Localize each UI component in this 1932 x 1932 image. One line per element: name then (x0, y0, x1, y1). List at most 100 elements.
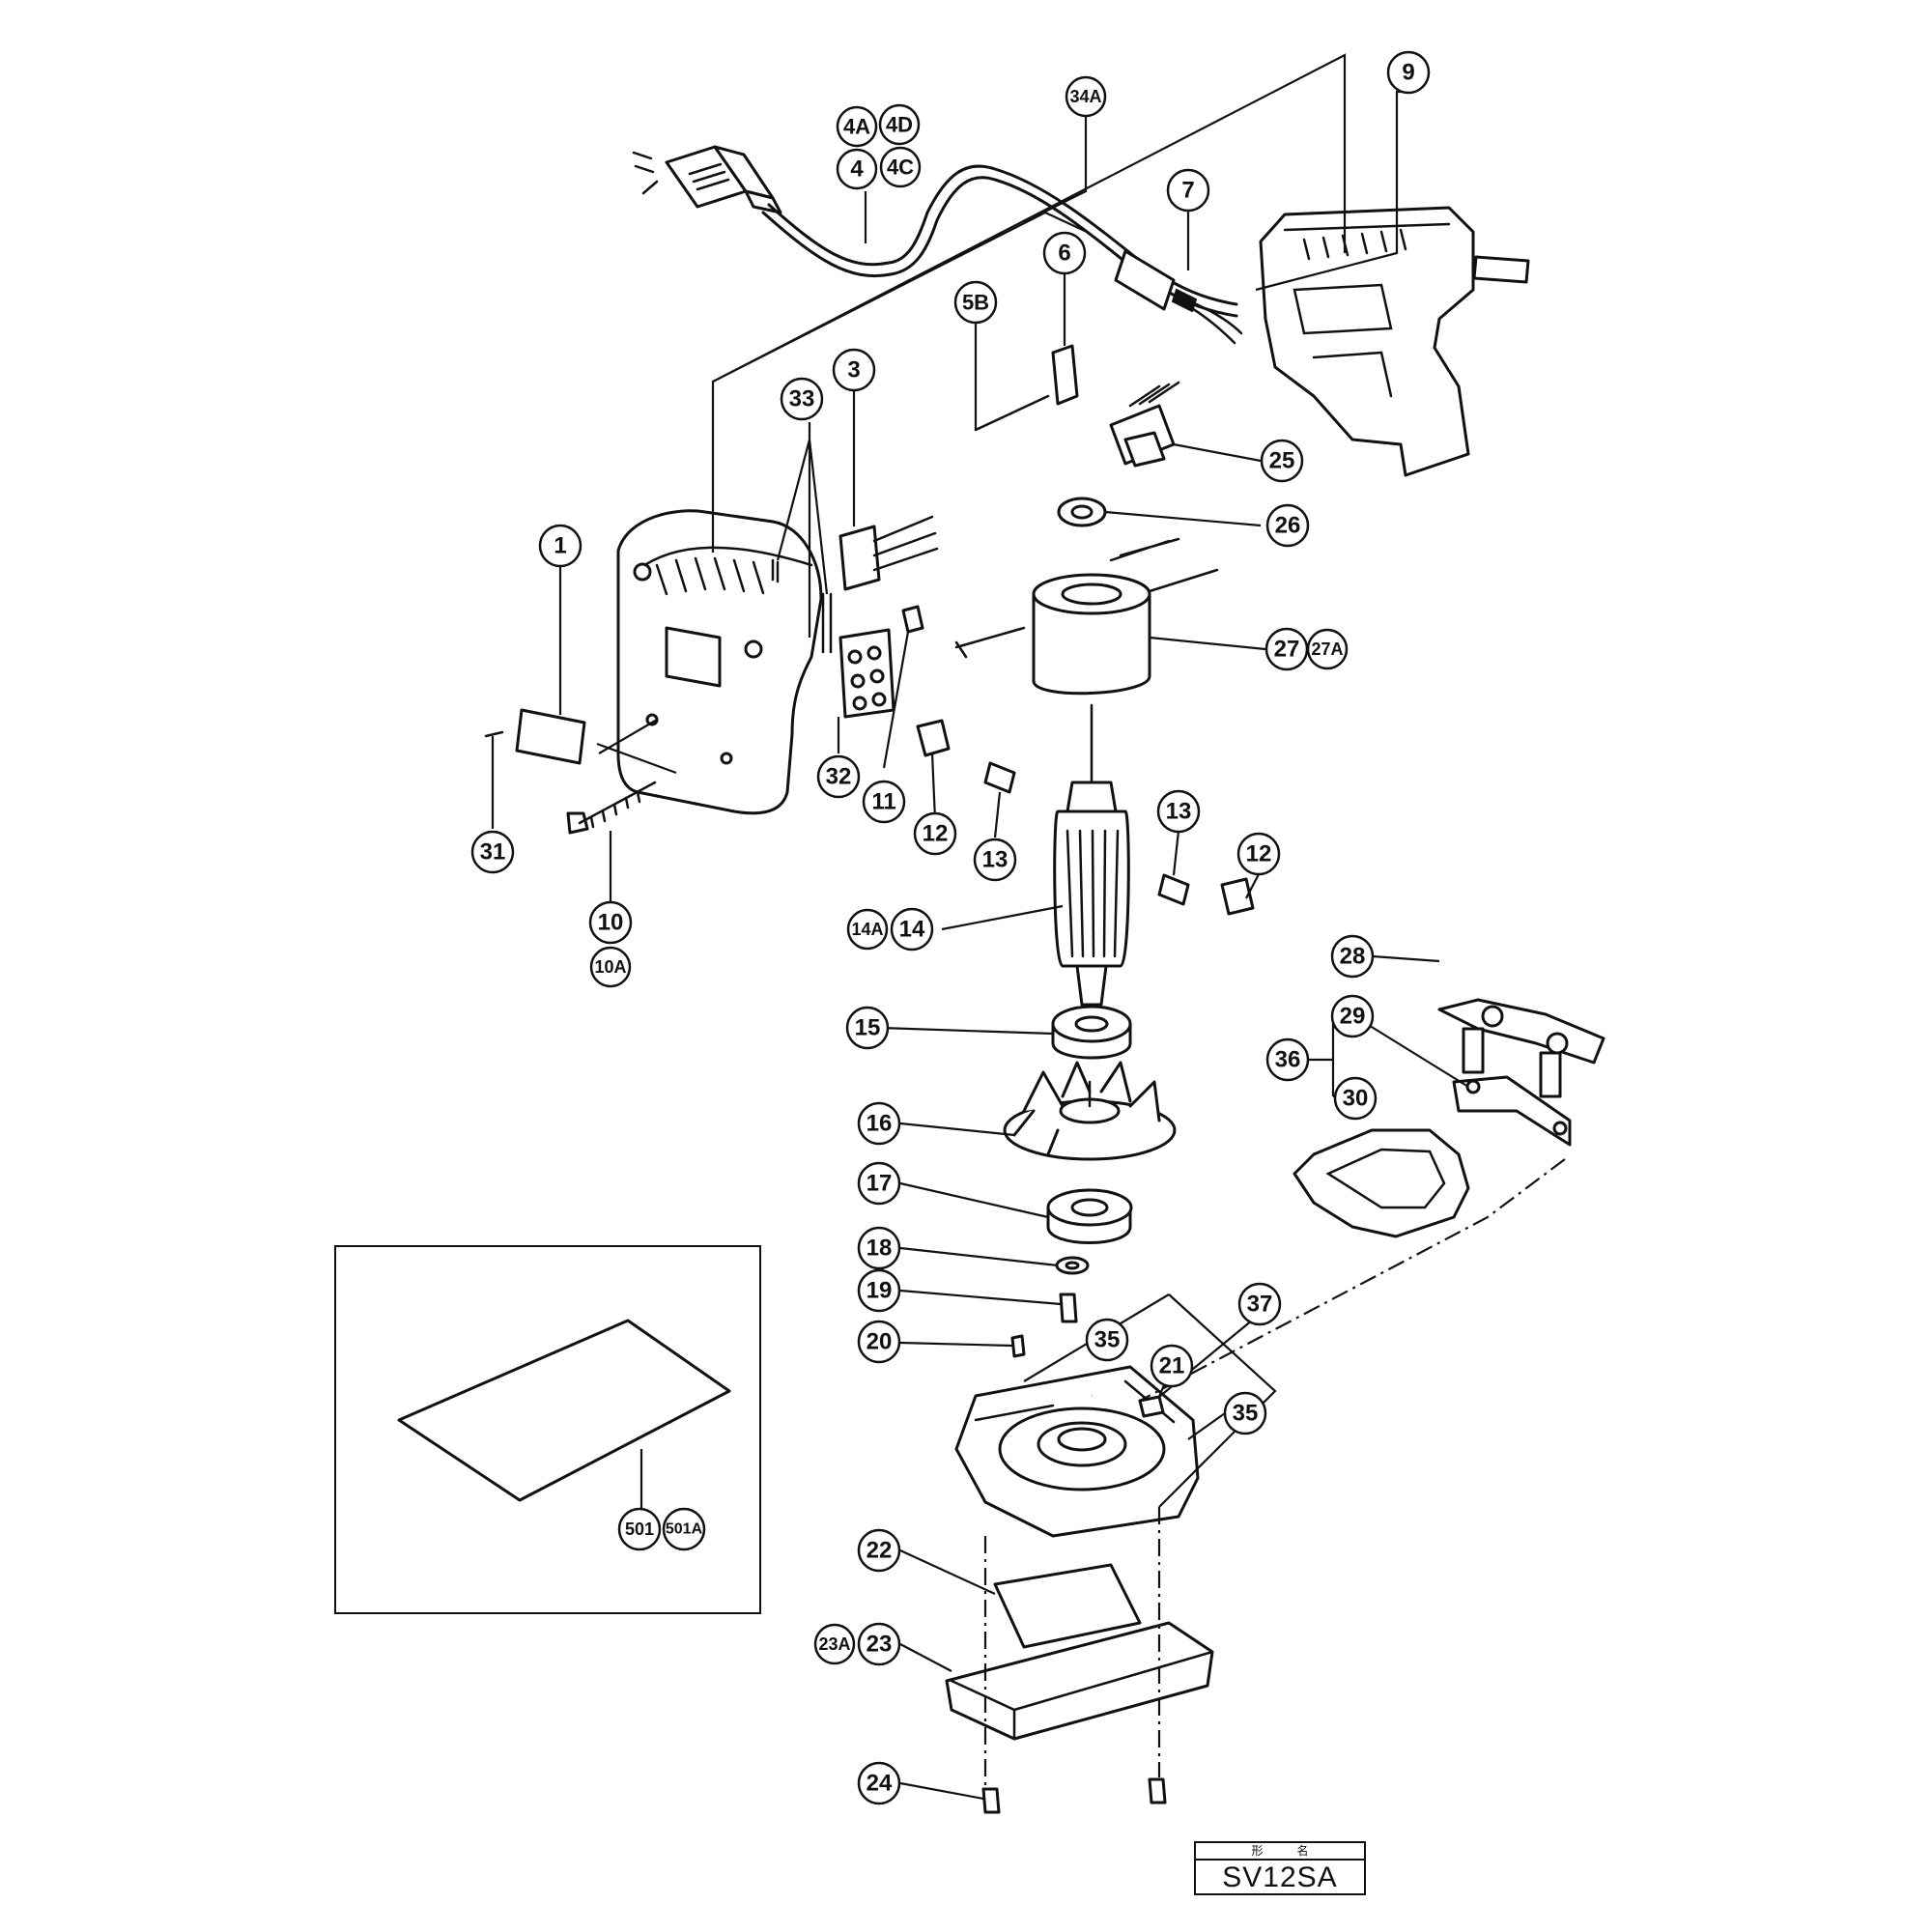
bearing-part-26 (1057, 497, 1107, 527)
svg-text:501: 501 (625, 1520, 654, 1539)
model-name-box: 形 名 SV12SA (1194, 1841, 1366, 1895)
svg-text:30: 30 (1343, 1086, 1369, 1112)
svg-text:16: 16 (867, 1111, 893, 1137)
lever-part-29 (1452, 1075, 1572, 1147)
model-box-header-right: 名 (1296, 1844, 1309, 1858)
pin-part-33 (771, 558, 780, 583)
svg-text:12: 12 (1246, 841, 1272, 867)
svg-text:1: 1 (554, 533, 566, 559)
svg-text:25: 25 (1269, 448, 1295, 474)
callout-c-4: 4 (836, 148, 878, 190)
cap-part-11 (901, 605, 924, 634)
svg-text:9: 9 (1402, 60, 1414, 86)
callout-c-10A: 10A (589, 946, 632, 988)
svg-text:20: 20 (867, 1329, 893, 1355)
switch-part-25 (1109, 381, 1180, 468)
callout-c-4D: 4D (878, 103, 921, 146)
svg-text:33: 33 (789, 386, 815, 412)
callout-c-36: 36 (1265, 1037, 1310, 1082)
callout-c-13b: 13 (1156, 789, 1201, 834)
housing-right-half (1255, 90, 1528, 477)
callout-c-11: 11 (862, 780, 906, 824)
callout-c-15: 15 (845, 1006, 890, 1050)
svg-text:29: 29 (1340, 1004, 1366, 1030)
svg-text:32: 32 (826, 764, 852, 790)
callout-c-29: 29 (1330, 994, 1375, 1038)
callout-c-6: 6 (1042, 231, 1087, 275)
screw-part-24-right (1148, 1777, 1167, 1804)
svg-text:37: 37 (1247, 1292, 1273, 1318)
callout-c-4C: 4C (879, 146, 922, 188)
bearing-part-15 (1051, 1005, 1132, 1060)
bearing-part-17 (1046, 1188, 1133, 1244)
callout-c-23: 23 (857, 1622, 901, 1666)
callout-c-26: 26 (1265, 503, 1310, 548)
screw-part-19 (1059, 1293, 1078, 1323)
clamp-part-28 (1437, 998, 1605, 1098)
svg-text:35: 35 (1094, 1327, 1121, 1353)
model-box-header-left: 形 (1251, 1844, 1264, 1858)
callout-c-30: 30 (1333, 1076, 1378, 1121)
carbon-brush-part-13-left (983, 761, 1016, 794)
callout-c-10: 10 (588, 900, 633, 945)
callout-c-3: 3 (832, 348, 876, 392)
callout-c-27A: 27A (1306, 628, 1349, 670)
callout-c-35a: 35 (1085, 1318, 1129, 1362)
model-box-header: 形 名 (1196, 1843, 1364, 1861)
brush-holder-part-12-left (916, 719, 951, 757)
callout-c-17: 17 (857, 1161, 901, 1206)
capacitor-part-3 (838, 515, 939, 591)
callout-c-14A: 14A (846, 908, 889, 951)
callout-c-27: 27 (1264, 627, 1309, 671)
svg-text:27: 27 (1274, 637, 1300, 663)
svg-text:28: 28 (1340, 944, 1366, 970)
svg-text:4C: 4C (887, 156, 914, 180)
callout-c-31: 31 (470, 830, 515, 874)
callout-c-21: 21 (1150, 1344, 1194, 1388)
svg-text:14A: 14A (851, 920, 883, 939)
washer-part-18 (1055, 1256, 1090, 1275)
svg-text:10A: 10A (594, 957, 626, 977)
housing-left-half (616, 509, 823, 815)
svg-text:24: 24 (867, 1771, 893, 1797)
callout-c-14: 14 (890, 907, 934, 952)
callout-c-20: 20 (857, 1320, 901, 1364)
svg-text:34A: 34A (1069, 87, 1101, 106)
callout-c-501A: 501A (662, 1507, 706, 1551)
svg-text:14: 14 (899, 917, 925, 943)
power-cord-assembly (632, 145, 1243, 345)
long-screw-part-10 (566, 781, 657, 835)
svg-text:4: 4 (850, 156, 864, 183)
callout-c-501: 501 (617, 1507, 662, 1551)
armature-part-14 (1053, 703, 1130, 1036)
svg-text:15: 15 (855, 1015, 881, 1041)
svg-text:18: 18 (867, 1236, 893, 1262)
callout-c-7: 7 (1166, 168, 1210, 213)
wire-clamp-part-30 (1293, 1128, 1470, 1238)
carbon-brush-part-13-right (1157, 873, 1190, 906)
svg-text:27A: 27A (1311, 639, 1343, 659)
svg-text:21: 21 (1159, 1353, 1185, 1379)
svg-text:501A: 501A (666, 1521, 703, 1538)
svg-text:7: 7 (1181, 178, 1194, 204)
svg-text:11: 11 (871, 789, 895, 815)
callout-c-12a: 12 (913, 811, 957, 856)
callout-c-1: 1 (538, 524, 582, 568)
svg-text:6: 6 (1058, 241, 1070, 267)
callout-leaders (491, 100, 1469, 1801)
svg-text:12: 12 (923, 821, 949, 847)
callout-c-28: 28 (1330, 934, 1375, 979)
base-plate-part-21 (954, 1365, 1200, 1538)
svg-text:10: 10 (598, 910, 624, 936)
svg-text:36: 36 (1275, 1047, 1301, 1073)
callout-c-33: 33 (780, 377, 824, 421)
callout-c-16: 16 (857, 1101, 901, 1146)
svg-text:31: 31 (480, 839, 506, 866)
instruction-manual-part-501 (397, 1319, 731, 1502)
svg-text:17: 17 (867, 1171, 893, 1197)
model-name: SV12SA (1222, 1861, 1338, 1893)
callout-c-13a: 13 (973, 838, 1017, 882)
pad-part-23 (945, 1621, 1214, 1741)
svg-text:4A: 4A (843, 115, 870, 139)
terminal-block-part-32 (838, 628, 895, 719)
